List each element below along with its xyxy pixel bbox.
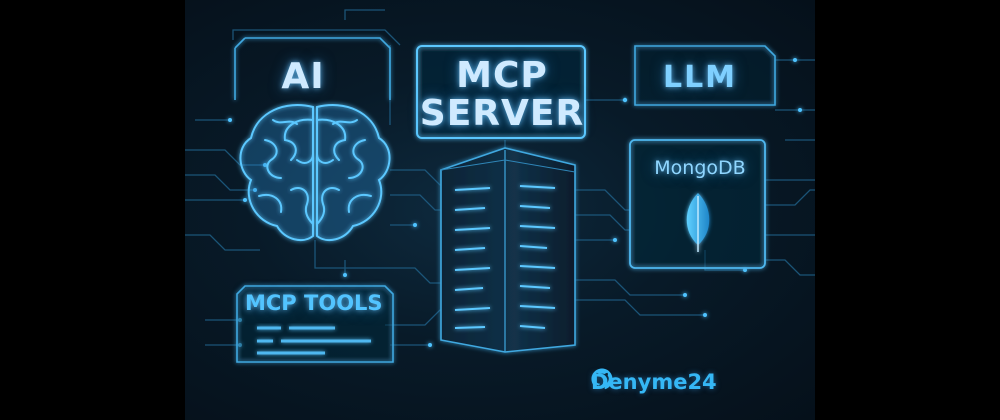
ai-label: AI [281,56,325,97]
llm-frame [634,45,776,106]
mcp-tools-label: MCP TOOLS [245,291,383,315]
mcp-server-label-line1: MCP [456,55,548,96]
brand-signature: Denyme24 [591,368,717,396]
brain-icon [239,104,391,242]
mcp-tools-frame [236,285,394,363]
mongodb-label: MongoDB [654,157,746,179]
diagram-graphics [185,9,815,363]
llm-label: LLM [662,60,738,95]
ai-frame [234,37,391,100]
github-icon [591,368,613,390]
mcp-server-frame [416,45,586,139]
diagram-panel: AI MCP SERVER LLM MongoDB MCP TOOLS Deny… [185,0,815,420]
server-rack-icon [440,147,576,353]
mcp-tools-lines [257,326,371,355]
mcp-server-label-line2: SERVER [419,93,585,134]
mongodb-leaf-icon [686,193,710,252]
circuit-traces [185,9,815,346]
